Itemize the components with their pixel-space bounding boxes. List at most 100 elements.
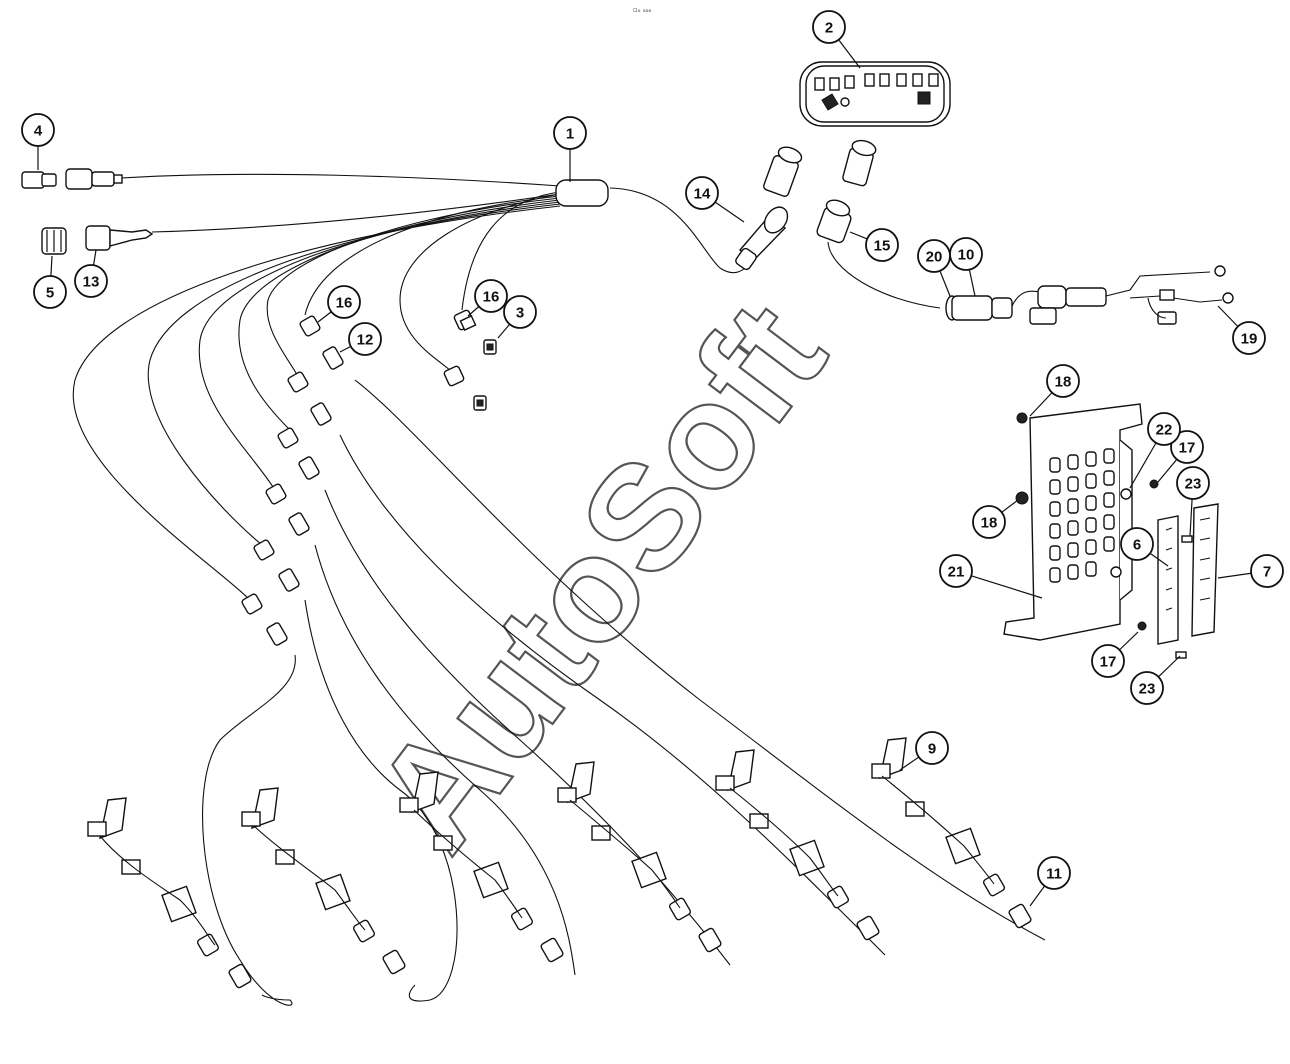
callout-3: 3 (497, 295, 537, 339)
sensor-9 (871, 737, 1032, 929)
sensor-2 (241, 787, 406, 975)
callout-leader (1189, 498, 1193, 537)
callout-leader (939, 270, 951, 297)
callout-ring (348, 322, 382, 356)
callout-9: 9 (899, 731, 949, 771)
callout-label: 6 (1133, 537, 1141, 554)
callout-label: 10 (958, 247, 975, 264)
callout-leader (1129, 442, 1157, 489)
callout-label: 17 (1100, 654, 1117, 671)
callout-leader (714, 201, 745, 223)
callout-ring (74, 264, 108, 298)
callout-label: 11 (1046, 866, 1062, 883)
callout-ring (865, 228, 899, 262)
callout-label: 14 (694, 186, 711, 203)
callout-leader (968, 269, 976, 297)
callout-ring (972, 505, 1006, 539)
callout-ring (1037, 856, 1071, 890)
connector-13 (85, 225, 154, 251)
connector-3-lower (473, 395, 487, 411)
header-mark: ▫ₒ ₒₒₒ (633, 6, 652, 14)
sensor-row (87, 737, 1032, 989)
callout-16: 16 (317, 285, 361, 323)
callout-label: 13 (83, 274, 100, 291)
callout-22: 22 (1129, 412, 1181, 489)
callout-leader (1029, 392, 1053, 417)
callout-label: 19 (1241, 331, 1258, 348)
callout-leader (497, 323, 511, 339)
callout-ring (1232, 321, 1266, 355)
bar-6 (1157, 515, 1179, 645)
callout-label: 9 (928, 741, 936, 758)
harness-wires (72, 173, 1046, 1006)
callout-ring (939, 554, 973, 588)
callout-ring (1250, 554, 1284, 588)
callout-6: 6 (1120, 527, 1169, 567)
callout-label: 7 (1263, 564, 1271, 581)
callout-4: 4 (21, 113, 55, 170)
connector-4 (21, 168, 123, 190)
callout-18: 18 (972, 499, 1019, 539)
connector-15 (816, 199, 941, 309)
callout-ring (917, 239, 951, 273)
callout-label: 22 (1156, 422, 1173, 439)
callout-15: 15 (849, 228, 899, 262)
callout-label: 18 (981, 515, 998, 532)
callout-leader (339, 345, 352, 353)
callout-ring (1046, 364, 1080, 398)
callout-ring (21, 113, 55, 147)
control-panel-2 (799, 61, 951, 127)
callout-7: 7 (1217, 554, 1284, 588)
callout-ring (1130, 671, 1164, 705)
callout-label: 23 (1139, 681, 1156, 698)
callout-leader (1029, 885, 1046, 907)
callout-ring (1147, 412, 1181, 446)
callout-23: 23 (1176, 466, 1210, 537)
callout-23: 23 (1130, 655, 1181, 705)
callout-13: 13 (74, 249, 108, 298)
connector-3 (483, 339, 497, 355)
callout-ring (812, 10, 846, 44)
sensor-4 (557, 761, 722, 953)
connector-16-lower (443, 365, 465, 387)
callout-label: 20 (926, 249, 943, 266)
connector-5 (41, 227, 67, 255)
callout-17: 17 (1157, 430, 1204, 483)
callout-12: 12 (339, 322, 382, 356)
callout-leader (1158, 655, 1181, 678)
connector-stack-left (241, 315, 344, 646)
callout-ring (327, 285, 361, 319)
callout-ring (1170, 430, 1204, 464)
sensor-5 (715, 749, 880, 941)
callout-label: 21 (948, 564, 965, 581)
adapter-right (842, 139, 877, 187)
callout-label: 1 (566, 126, 574, 143)
callout-ring (1120, 527, 1154, 561)
callout-label: 18 (1055, 374, 1072, 391)
callout-label: 3 (516, 305, 524, 322)
callout-leader (317, 311, 332, 323)
callout-leader (1119, 631, 1139, 651)
callout-label: 2 (825, 20, 833, 37)
callout-label: 16 (336, 295, 353, 312)
callout-19: 19 (1217, 305, 1266, 355)
callout-2: 2 (812, 10, 861, 69)
callout-21: 21 (939, 554, 1043, 599)
hardware-small-parts (1015, 412, 1193, 659)
callout-leader (92, 249, 97, 266)
power-cable-assembly (945, 265, 1234, 325)
callout-label: 17 (1179, 440, 1196, 457)
callout-ring (33, 275, 67, 309)
callout-ring (474, 279, 508, 313)
callout-ring (1091, 644, 1125, 678)
callout-label: 23 (1185, 476, 1202, 493)
callout-leader (1217, 305, 1239, 327)
callout-14: 14 (685, 176, 745, 223)
callout-leader (467, 306, 480, 317)
callout-layer: 1234567910111213141516161717181819202122… (21, 10, 1284, 907)
callout-1: 1 (553, 116, 587, 182)
callout-ring (553, 116, 587, 150)
callout-label: 4 (34, 123, 43, 140)
callout-leader (1149, 552, 1169, 567)
